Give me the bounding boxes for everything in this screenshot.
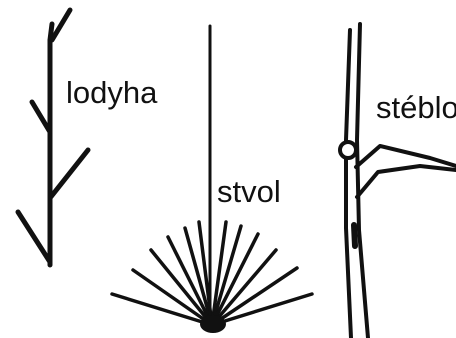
steblo-culm-left-edge — [346, 30, 351, 338]
steblo-culm-right-edge — [357, 24, 368, 338]
label-stvol: stvol — [217, 174, 281, 209]
lodyha-leaf-right — [50, 150, 88, 198]
label-steblo: stéblo — [376, 90, 456, 125]
lodyha-leaf-left-lower — [18, 212, 50, 262]
steblo-culm-shading — [354, 225, 355, 246]
lodyha-leaf-left-upper — [32, 102, 50, 132]
steblo-leaf-blade — [357, 166, 456, 197]
stem-drawing-stvol — [112, 26, 312, 333]
stvol-basal-rosette — [112, 222, 312, 325]
steblo-node — [340, 142, 356, 158]
lodyha-branch-top — [52, 10, 70, 40]
label-lodyha: lodyha — [66, 75, 158, 110]
steblo-leaf-sheath — [356, 146, 456, 167]
stem-drawing-steblo — [340, 24, 456, 338]
lodyha-main-stem — [50, 24, 52, 265]
stem-drawing-lodyha — [18, 10, 88, 265]
stvol-rosette-center — [200, 315, 226, 333]
